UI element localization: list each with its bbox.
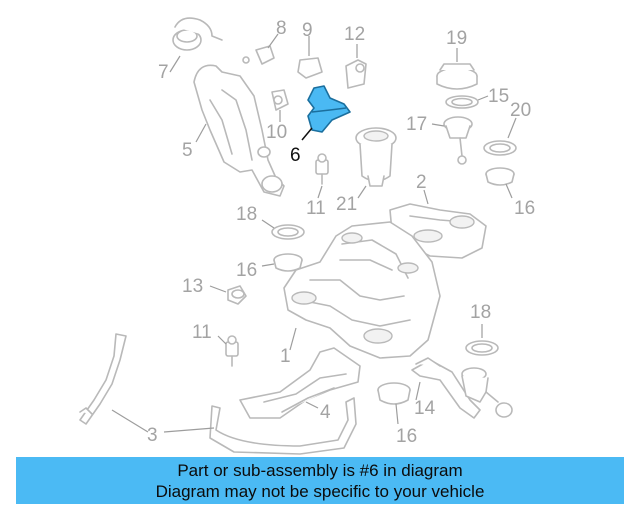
part-16-seal-bottom[interactable]: [377, 382, 411, 425]
part-18-ring-left[interactable]: [261, 219, 305, 240]
callout-2: 2: [416, 172, 427, 193]
part-19-lock-ring[interactable]: [436, 48, 478, 90]
part-11-valve-lower[interactable]: [217, 335, 239, 367]
callout-4: 4: [320, 402, 331, 423]
part-16-seal-left[interactable]: [261, 253, 303, 272]
banner-line-disclaimer: Diagram may not be specific to your vehi…: [155, 482, 485, 501]
part-17-sending-unit[interactable]: [431, 116, 473, 165]
part-18-ring-right[interactable]: [465, 324, 499, 356]
callout-9: 9: [302, 20, 313, 41]
callout-15: 15: [488, 86, 509, 107]
callout-14: 14: [414, 398, 436, 419]
part-1-fuel-tank[interactable]: [283, 221, 441, 359]
callout-12: 12: [344, 24, 365, 45]
callout-17: 17: [406, 114, 427, 135]
part-8[interactable]: [242, 33, 279, 65]
callout-20: 20: [510, 100, 531, 121]
callout-5: 5: [182, 140, 193, 161]
part-20-ring[interactable]: [483, 117, 517, 156]
part-10[interactable]: [271, 89, 289, 122]
part-6-bracket[interactable]: [301, 85, 351, 141]
callout-11-upper: 11: [306, 198, 326, 219]
part-21-pump-module[interactable]: [355, 127, 397, 199]
callout-19: 19: [446, 28, 467, 49]
banner-line-part: Part or sub-assembly is #6 in diagram: [177, 461, 463, 480]
callout-21: 21: [336, 194, 357, 215]
callout-16-bottom: 16: [396, 426, 417, 447]
callout-10: 10: [266, 122, 287, 143]
callout-16-left: 16: [236, 260, 257, 281]
part-9[interactable]: [297, 36, 323, 79]
part-7-filler-cap[interactable]: [169, 17, 223, 73]
callout-8: 8: [276, 18, 287, 39]
callout-1: 1: [280, 346, 291, 367]
part-15-seal[interactable]: [445, 95, 489, 109]
callout-18-right: 18: [470, 302, 491, 323]
callout-13: 13: [182, 276, 203, 297]
part-14-filler-pipe[interactable]: [411, 357, 513, 419]
callout-3: 3: [147, 425, 158, 446]
part-11-valve-upper[interactable]: [315, 153, 329, 199]
callout-11-lower: 11: [192, 322, 212, 343]
part-13[interactable]: [209, 285, 247, 305]
part-5-filler-neck[interactable]: [193, 64, 285, 197]
info-banner: Part or sub-assembly is #6 in diagram Di…: [16, 457, 624, 504]
part-3-straps[interactable]: [79, 333, 357, 455]
part-16-seal-right[interactable]: [485, 167, 515, 199]
callout-7: 7: [158, 62, 169, 83]
callout-16-right: 16: [514, 198, 535, 219]
callout-18-left: 18: [236, 204, 257, 225]
parts-diagram: 1 2 3 4 5 6 7 8 9 10 11 11 12 13 14 15 1…: [79, 17, 535, 455]
part-12[interactable]: [345, 44, 367, 89]
part-4-heat-shield[interactable]: [239, 347, 361, 419]
callout-6: 6: [290, 145, 301, 166]
